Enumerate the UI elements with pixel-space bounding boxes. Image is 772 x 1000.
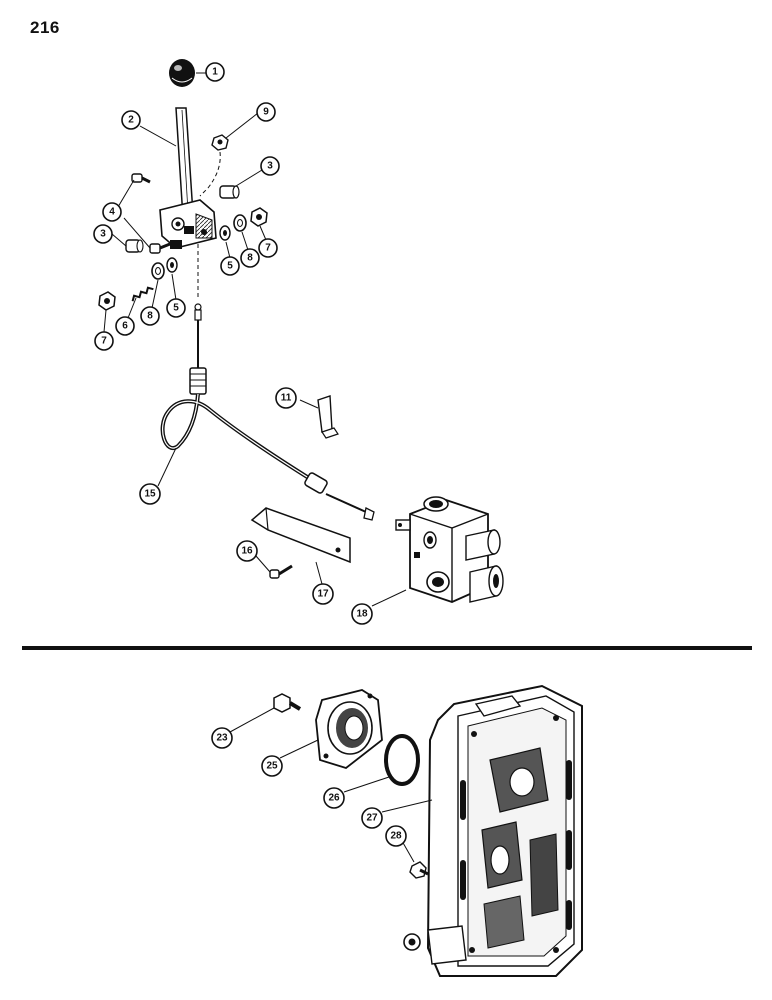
callout-15: 15 (144, 489, 156, 500)
bushing-3-left (125, 239, 144, 253)
callout-17: 17 (317, 589, 329, 600)
callout-16: 16 (241, 546, 253, 557)
callout-3-right: 3 (267, 161, 273, 172)
callout-25: 25 (266, 761, 278, 772)
control-cable (160, 303, 375, 521)
callout-18: 18 (356, 609, 368, 620)
spring-6 (131, 286, 154, 302)
lever-knob (169, 59, 195, 87)
control-valve-18 (395, 496, 504, 603)
callouts: 1 2 9 3 4 3 5 8 7 5 8 6 7 11 15 16 17 18… (93, 62, 433, 863)
bolt-4-upper (131, 173, 151, 184)
cable-clip-11 (317, 395, 339, 439)
callout-5-right: 5 (227, 261, 233, 272)
page-number: 216 (30, 18, 60, 37)
callout-1: 1 (212, 67, 218, 78)
bushing-3-right (219, 185, 240, 199)
callout-27: 27 (366, 813, 378, 824)
callout-9: 9 (263, 107, 269, 118)
housing-27 (403, 684, 583, 977)
lockwasher-8-right (233, 214, 247, 232)
callout-8-left: 8 (147, 311, 153, 322)
bolt-23 (273, 693, 302, 713)
callout-26: 26 (328, 793, 340, 804)
callout-28: 28 (390, 831, 402, 842)
lockwasher-8-left (151, 262, 165, 280)
bolt-16 (269, 564, 293, 579)
callout-2: 2 (128, 115, 134, 126)
callout-4: 4 (109, 207, 115, 218)
control-lever (175, 107, 194, 220)
plug-28 (409, 861, 429, 879)
nut-7-right (250, 207, 268, 227)
washer-5-right (219, 225, 231, 241)
nut-9 (211, 134, 229, 151)
bolt-4-lower (149, 240, 182, 254)
seal-housing-25 (315, 689, 383, 769)
callout-7-right: 7 (265, 243, 271, 254)
washer-5-left (166, 257, 178, 273)
callout-11: 11 (281, 393, 292, 404)
callout-7-left: 7 (101, 336, 107, 347)
callout-8-right: 8 (247, 253, 253, 264)
callout-5-left: 5 (173, 303, 179, 314)
o-ring-26 (384, 734, 420, 786)
callout-6: 6 (122, 321, 128, 332)
nut-7-left (98, 291, 116, 311)
callout-23: 23 (216, 733, 228, 744)
bracket-17 (250, 507, 351, 564)
lever-pivot-block (159, 199, 217, 249)
callout-3-left: 3 (100, 229, 106, 240)
